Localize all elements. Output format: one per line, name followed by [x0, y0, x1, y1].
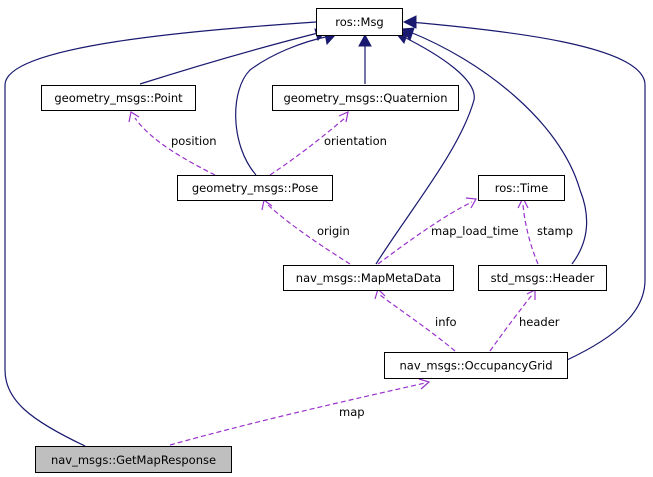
- edge-position: [134, 117, 216, 176]
- node-ros-time[interactable]: ros::Time: [478, 175, 565, 201]
- node-get-map-response[interactable]: nav_msgs::GetMapResponse: [35, 446, 232, 473]
- node-std-header-label: std_msgs::Header: [491, 271, 595, 285]
- label-header: header: [519, 315, 560, 329]
- edge-stamp: [522, 204, 539, 265]
- node-ros-msg[interactable]: ros::Msg: [316, 8, 403, 36]
- edge-mapmetadata-to-msg: [375, 35, 475, 265]
- node-geometry-pose[interactable]: geometry_msgs::Pose: [177, 175, 333, 201]
- node-std-header[interactable]: std_msgs::Header: [478, 265, 607, 291]
- edge-header: [489, 294, 533, 352]
- node-geometry-quaternion-label: geometry_msgs::Quaternion: [283, 91, 447, 105]
- edge-header-to-msg: [409, 31, 588, 265]
- edge-getmapresponse-to-msg: [4, 21, 317, 447]
- arrowhead-header: [401, 27, 415, 42]
- arrowhead-map-load-time: [465, 197, 477, 209]
- node-get-map-response-label: nav_msgs::GetMapResponse: [51, 453, 216, 467]
- arrowhead-orientation: [338, 110, 349, 123]
- edge-origin: [267, 204, 351, 265]
- label-map-load-time: map_load_time: [431, 224, 519, 238]
- member-edges: [128, 110, 539, 446]
- node-geometry-point-label: geometry_msgs::Point: [54, 91, 183, 105]
- node-ros-time-label: ros::Time: [495, 181, 548, 195]
- label-orientation: orientation: [324, 134, 387, 148]
- node-ros-msg-label: ros::Msg: [335, 15, 383, 29]
- node-geometry-pose-label: geometry_msgs::Pose: [192, 181, 318, 195]
- node-occupancy-grid-label: nav_msgs::OccupancyGrid: [399, 359, 552, 373]
- edge-map-load-time: [377, 201, 473, 265]
- edge-orientation: [269, 117, 346, 176]
- label-map: map: [339, 405, 365, 419]
- edge-pose-to-msg: [235, 35, 331, 176]
- arrowhead-origin: [261, 198, 273, 211]
- arrowhead-position: [128, 111, 140, 123]
- label-info: info: [435, 315, 457, 329]
- node-geometry-quaternion[interactable]: geometry_msgs::Quaternion: [272, 85, 459, 111]
- arrowhead-quaternion: [358, 33, 372, 47]
- node-occupancy-grid[interactable]: nav_msgs::OccupancyGrid: [384, 352, 568, 379]
- label-position: position: [171, 134, 217, 148]
- node-geometry-point[interactable]: geometry_msgs::Point: [41, 85, 196, 111]
- edge-info: [379, 294, 456, 352]
- arrowhead-occupancygrid: [402, 15, 417, 29]
- label-stamp: stamp: [537, 224, 573, 238]
- arrowhead-header-member: [526, 289, 536, 300]
- label-origin: origin: [317, 224, 350, 238]
- arrowhead-map: [418, 378, 431, 390]
- edge-map: [169, 382, 426, 446]
- node-map-meta-data-label: nav_msgs::MapMetaData: [296, 271, 441, 285]
- edge-labels: position orientation origin map_load_tim…: [171, 134, 573, 419]
- node-map-meta-data[interactable]: nav_msgs::MapMetaData: [283, 265, 454, 291]
- edge-point-to-msg: [139, 31, 323, 85]
- edge-occupancygrid-to-msg: [409, 21, 646, 361]
